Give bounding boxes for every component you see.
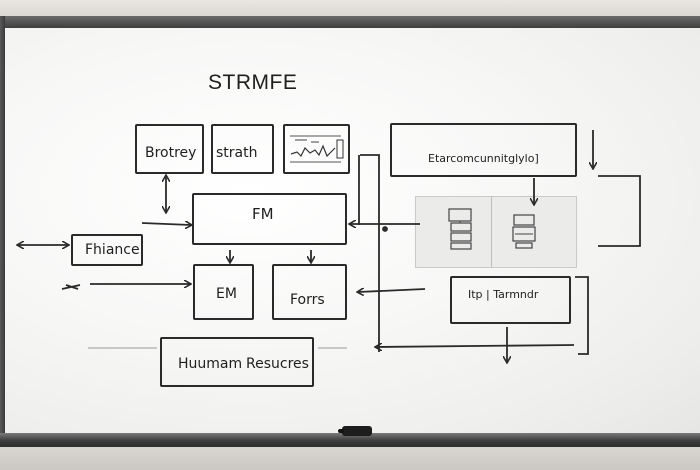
- marker-tray: [0, 433, 700, 447]
- strath-label: strath: [216, 145, 258, 161]
- resources-label: Resucres: [246, 356, 309, 372]
- strath-box: strath: [211, 124, 274, 174]
- marker: [338, 426, 372, 436]
- em-box: EM: [193, 264, 254, 320]
- strategy-label: Brotrey: [145, 145, 197, 161]
- em-label: EM: [216, 286, 237, 302]
- arrow-bottom-left: [376, 345, 575, 347]
- whiteboard-frame-top: [0, 16, 700, 28]
- human-resources-box: Huumam Resucres: [160, 337, 314, 387]
- external-box: Etarcomcunnitglylo]: [390, 123, 577, 177]
- marker-scribble: [61, 284, 81, 290]
- right-bracket: [598, 175, 641, 247]
- device-sketch-panel: [415, 196, 577, 268]
- it-terminal-box: Itp | Tarmndr: [450, 276, 571, 324]
- diagram-title: STRMFE: [208, 71, 298, 94]
- connector-dot: [382, 226, 388, 232]
- connector-vertical: [360, 154, 380, 352]
- arrow-to-forces: [358, 289, 426, 292]
- fm-box: FM: [192, 193, 347, 245]
- forces-box: Forrs: [272, 264, 347, 320]
- arrow-to-fm: [141, 223, 191, 225]
- external-label: Etarcomcunnitglylo]: [428, 152, 539, 165]
- device-sketches: [448, 208, 536, 250]
- it-bracket: [575, 276, 589, 355]
- fm-label: FM: [252, 205, 274, 223]
- strategy-box: Brotrey: [135, 124, 204, 174]
- wall-below: [0, 447, 700, 470]
- whiteboard-frame-left: [0, 16, 5, 446]
- chart-sketch-box: [283, 124, 350, 174]
- forces-label: Forrs: [290, 292, 325, 308]
- finance-box: Fhiance: [71, 234, 143, 266]
- it-terminal-label: Itp | Tarmndr: [468, 288, 539, 301]
- human-label: Huumam: [178, 356, 243, 372]
- mini-chart-sketch: [290, 135, 344, 163]
- finance-label: Fhiance: [85, 242, 140, 258]
- wall: [0, 0, 700, 20]
- whiteboard-surface: [5, 28, 700, 433]
